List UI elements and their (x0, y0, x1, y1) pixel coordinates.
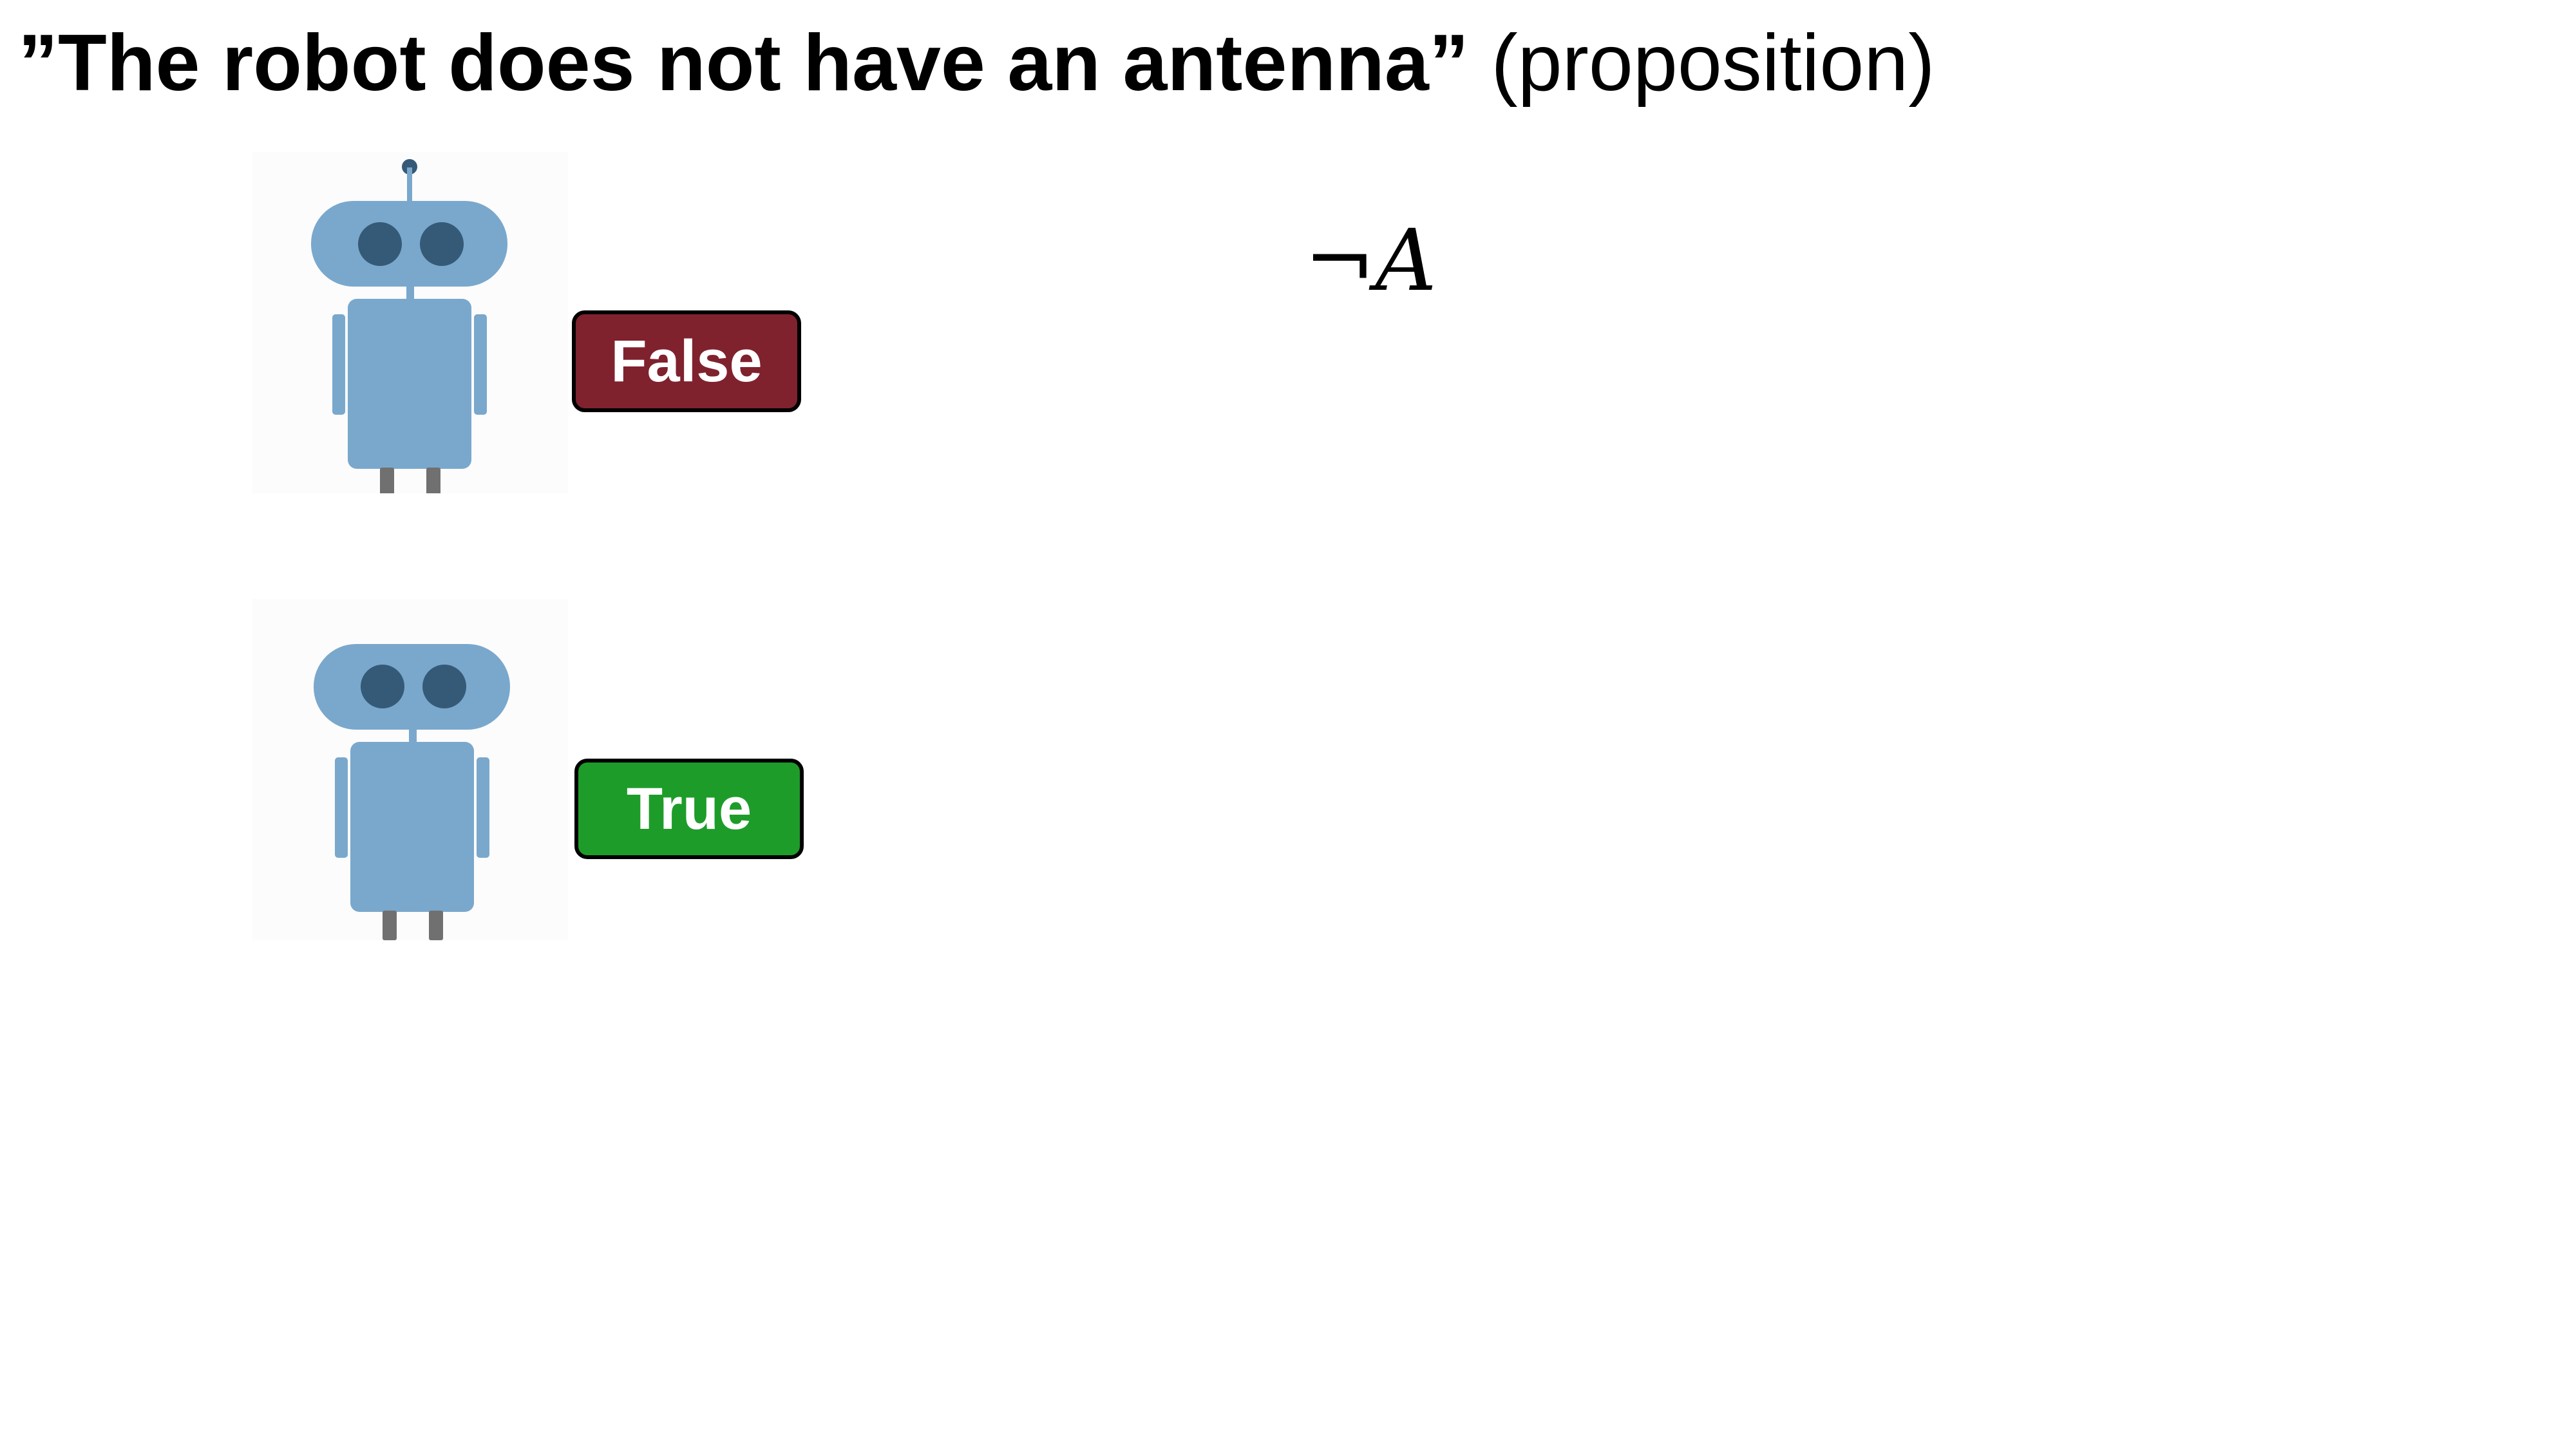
robot-eye-left (361, 665, 404, 708)
robot-eye-left (358, 222, 402, 266)
robot-arm-right (477, 757, 489, 858)
negation-formula: ¬A (1304, 211, 1437, 310)
robot-arm-right (474, 314, 487, 415)
truth-badge-false: False (572, 310, 801, 412)
robot-eye-right (422, 665, 466, 708)
robot-without-antenna-icon (314, 644, 510, 940)
robot-arm-left (335, 757, 348, 858)
proposition-quote: ”The robot does not have an antenna” (18, 19, 1469, 108)
antenna-tip (402, 159, 417, 175)
robot-with-antenna-icon (311, 159, 507, 493)
proposition-suffix: (proposition) (1491, 19, 1935, 108)
robot-body (348, 299, 471, 469)
robot-leg-right (429, 911, 443, 940)
robot-head (311, 201, 507, 287)
truth-badge-true: True (574, 759, 804, 859)
robot-with-antenna (252, 152, 568, 493)
robot-eye-right (420, 222, 464, 266)
robot-leg-right (426, 468, 440, 493)
robot-leg-left (380, 468, 394, 493)
robot-body (350, 742, 474, 912)
slide-title: ”The robot does not have an antenna” (pr… (18, 12, 1935, 115)
robot-head (314, 644, 510, 730)
antenna-stem (407, 167, 412, 206)
robot-without-antenna (252, 599, 568, 940)
robot-arm-left (332, 314, 345, 415)
robot-leg-left (383, 911, 397, 940)
